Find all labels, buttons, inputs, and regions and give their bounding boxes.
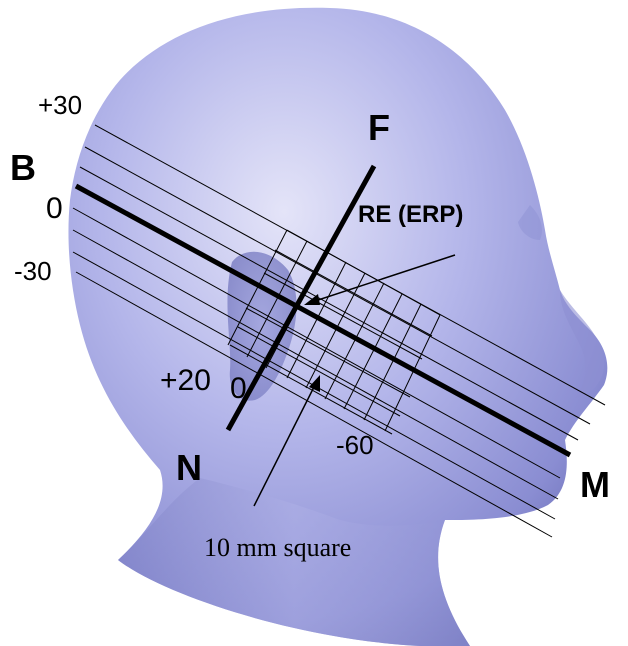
label-b: B <box>10 147 36 188</box>
label-plus20: +20 <box>160 364 211 397</box>
label-minus60: -60 <box>336 430 374 460</box>
label-minus30: -30 <box>14 256 52 286</box>
square-arrow <box>253 375 320 507</box>
label-zero-left: 0 <box>46 192 63 225</box>
label-m: M <box>580 464 610 505</box>
label-plus30: +30 <box>38 90 82 120</box>
label-zero-bottom: 0 <box>230 372 247 405</box>
label-10mm-square: 10 mm square <box>204 533 351 562</box>
label-f: F <box>368 107 390 148</box>
f-n-axis-line <box>225 164 377 432</box>
grid-10mm <box>227 229 441 435</box>
b-m-axis-line <box>74 183 572 458</box>
re-erp-arrow <box>304 254 456 305</box>
label-n: N <box>176 447 202 488</box>
label-re-erp: RE (ERP) <box>358 201 463 228</box>
